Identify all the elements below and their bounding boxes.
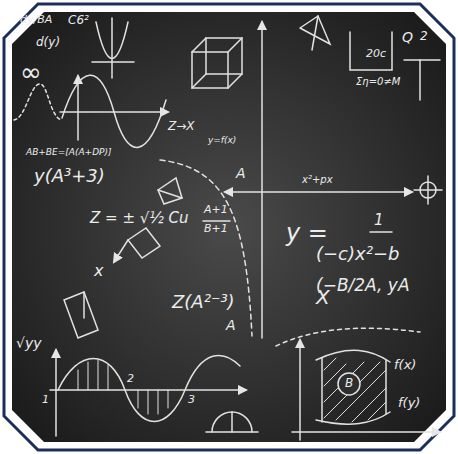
chalk-formula: y=f(x): [208, 136, 236, 146]
chalk-formula: C6²: [68, 14, 89, 27]
chalk-formula: Z = ± √½ Cu: [90, 210, 189, 227]
chalk-drawings: [14, 16, 442, 440]
chalk-formula: f(y): [398, 396, 420, 410]
octagon-frame: [4, 4, 454, 450]
chalk-formula: (−B/2A, yA: [316, 276, 410, 295]
chalk-formula: √yy: [16, 336, 42, 351]
chalk-formula: 20c: [366, 48, 386, 60]
chalkboard: [12, 12, 446, 442]
chalk-formula: ∞: [20, 58, 42, 87]
chalk-formula: x²+px: [302, 174, 333, 185]
chalk-formula: y =: [286, 220, 328, 246]
chalk-formula: x: [94, 262, 103, 280]
chalk-formula: Q: [402, 30, 413, 45]
chalk-formula: B: [345, 377, 353, 390]
chalk-formula: f(x): [394, 358, 416, 372]
chalk-formula: (−c)x²−b: [316, 244, 399, 264]
chalk-formula: Ση=0≠M: [356, 76, 400, 87]
chalk-formula: 1: [42, 394, 49, 406]
chalk-formula: AB+BE=[A(A+DP)]: [26, 148, 112, 158]
chalk-formula: dy/BA: [20, 14, 52, 26]
chalk-formula: Z(A²⁻³): [172, 292, 235, 312]
chalk-formula: y(A³+3): [34, 166, 105, 186]
chalk-formula: Z→X: [168, 120, 195, 133]
chalk-formula: B+1: [204, 223, 228, 235]
chalk-formula: 1: [374, 212, 384, 229]
chalk-formula: 2: [127, 373, 134, 385]
chalk-formula: A+1: [204, 204, 228, 216]
chalk-formula: A: [226, 318, 236, 333]
chalk-formula: 2: [420, 30, 428, 43]
chalk-formula: 3: [188, 394, 195, 406]
chalk-formula: d(y): [36, 36, 60, 49]
chalk-formula: A: [236, 166, 246, 181]
